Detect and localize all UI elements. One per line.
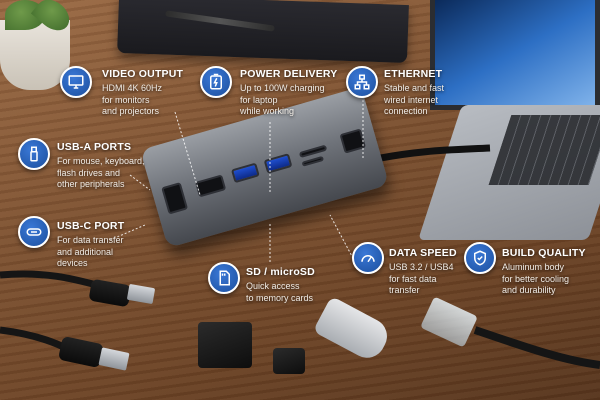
feature-desc-line: and additional	[57, 246, 114, 257]
feature-desc-line: devices	[57, 258, 88, 268]
hub-cable	[369, 144, 491, 164]
laptop-screen	[430, 0, 600, 110]
feature-usbc: USB-C PORT For data transfer and additio…	[57, 220, 124, 270]
feature-desc-line: transfer	[389, 285, 420, 295]
feature-desc-line: other peripherals	[57, 179, 125, 189]
usb-stick-icon	[18, 138, 50, 170]
feature-video: VIDEO OUTPUT HDMI 4K 60Hz for monitors a…	[102, 68, 183, 118]
feature-title: DATA SPEED	[389, 247, 457, 259]
feature-title: BUILD QUALITY	[502, 247, 586, 259]
feature-title: SD / microSD	[246, 266, 315, 278]
feature-desc-line: Aluminum body	[502, 262, 565, 272]
usb-c-icon	[18, 216, 50, 248]
sd-card	[198, 322, 252, 368]
monitor-icon	[60, 66, 92, 98]
feature-title: USB-A PORTS	[57, 141, 132, 153]
feature-desc-line: Quick access	[246, 281, 300, 291]
feature-desc-line: flash drives and	[57, 167, 121, 178]
feature-ethernet: ETHERNET Stable and fast wired internet …	[384, 68, 444, 118]
feature-desc-line: wired internet	[384, 94, 439, 105]
feature-title: POWER DELIVERY	[240, 68, 338, 80]
feature-desc-line: For mouse, keyboard,	[57, 156, 145, 166]
feature-desc-line: connection	[384, 106, 428, 116]
leader-speed	[329, 214, 356, 263]
network-icon	[346, 66, 378, 98]
leader-usba	[129, 174, 151, 191]
leader-video	[174, 111, 201, 196]
feature-desc-line: for better cooling	[502, 273, 570, 284]
ethernet-cable	[473, 326, 600, 369]
feature-desc-line: for fast data	[389, 273, 437, 284]
sd-card-icon	[208, 262, 240, 294]
feature-usba: USB-A PORTS For mouse, keyboard, flash d…	[57, 141, 145, 191]
microsd-card	[273, 348, 305, 374]
speedometer-icon	[352, 242, 384, 274]
feature-build: BUILD QUALITY Aluminum body for better c…	[502, 247, 586, 297]
feature-desc-line: and durability	[502, 285, 556, 295]
feature-desc-line: For data transfer	[57, 235, 124, 245]
plant-pot	[0, 20, 70, 90]
shield-check-icon	[464, 242, 496, 274]
feature-desc-line: for laptop	[240, 94, 278, 105]
feature-title: ETHERNET	[384, 68, 443, 80]
feature-desc-line: while working	[240, 106, 295, 116]
feature-desc-line: to memory cards	[246, 292, 314, 303]
battery-bolt-icon	[200, 66, 232, 98]
feature-title: VIDEO OUTPUT	[102, 68, 184, 80]
feature-desc-line: HDMI 4K 60Hz	[102, 83, 163, 93]
feature-desc-line: and projectors	[102, 106, 160, 116]
feature-desc-line: Stable and fast	[384, 83, 445, 93]
feature-power: POWER DELIVERY Up to 100W charging for l…	[240, 68, 338, 118]
feature-desc-line: for monitors	[102, 94, 150, 105]
feature-desc-line: Up to 100W charging	[240, 83, 325, 93]
feature-sd: SD / microSD Quick access to memory card…	[246, 266, 315, 304]
feature-title: USB-C PORT	[57, 220, 125, 232]
feature-desc-line: USB 3.2 / USB4	[389, 262, 454, 272]
feature-speed: DATA SPEED USB 3.2 / USB4 for fast data …	[389, 247, 457, 297]
